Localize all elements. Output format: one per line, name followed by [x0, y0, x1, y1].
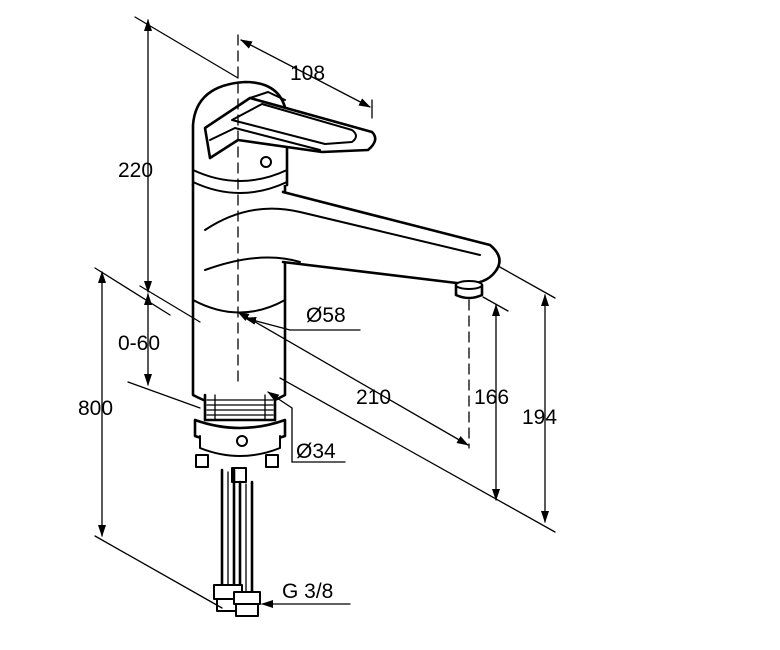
- dim-108: 108: [290, 62, 325, 85]
- dimension-lines: [94, 16, 556, 609]
- dim-diameter-58: Ø58: [306, 304, 346, 327]
- dim-diameter-34: Ø34: [296, 440, 336, 463]
- faucet-shank: [193, 393, 287, 483]
- dimension-labels: 108 220 0-60 800 Ø58 210 166 194 Ø34 G 3…: [78, 62, 557, 603]
- dim-210: 210: [356, 386, 391, 409]
- dim-220: 220: [118, 159, 153, 182]
- dim-g-3-8: G 3/8: [282, 580, 333, 603]
- supply-hoses: [213, 468, 261, 617]
- dim-194: 194: [522, 406, 557, 429]
- dim-166: 166: [474, 386, 509, 409]
- dim-800: 800: [78, 397, 113, 420]
- dim-0-60: 0-60: [118, 332, 160, 355]
